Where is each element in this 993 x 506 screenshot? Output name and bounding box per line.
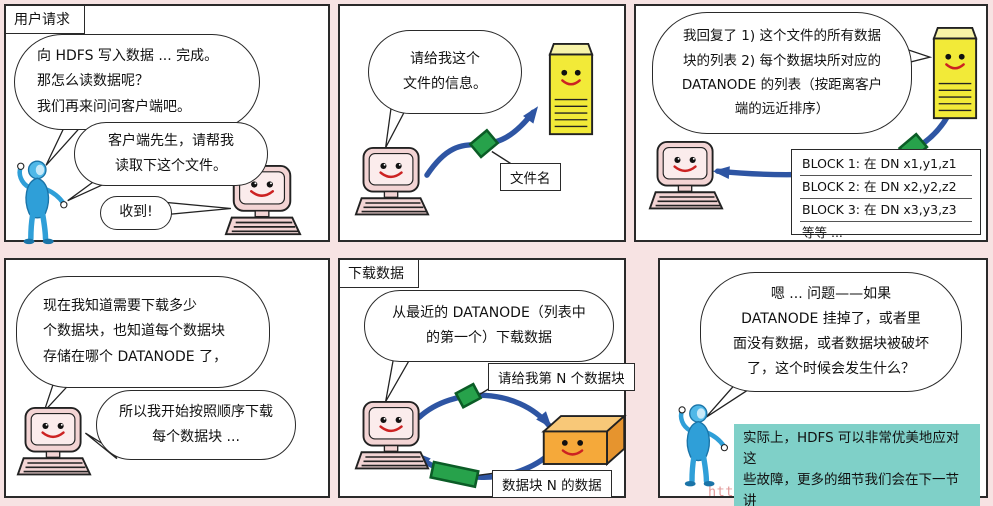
block-request-label: 请给我第 N 个数据块 [488, 363, 635, 391]
speech-bubble-client: 从最近的 DATANODE（列表中 的第一个）下载数据 [364, 290, 614, 362]
arrowhead-icon [536, 411, 552, 429]
user-figure-icon [674, 400, 728, 490]
answer-note: 实际上，HDFS 可以非常优美地应对这 些故障，更多的细节我们会在下一节讲 到。 [734, 424, 980, 506]
speech-bubble-client: 所以我开始按照顺序下载 每个数据块 ... [96, 390, 296, 460]
panel-client-plan: 现在我知道需要下载多少 个数据块，也知道每个数据块 存储在哪个 DATANODE… [4, 258, 330, 498]
client-computer-icon [354, 400, 430, 470]
client-computer-icon [16, 406, 92, 476]
namenode-server-icon [932, 26, 978, 120]
label-connector [491, 150, 514, 166]
client-computer-icon [354, 146, 430, 216]
speech-bubble-namenode: 我回复了 1) 这个文件的所有数据 块的列表 2) 每个数据块所对应的 DATA… [652, 12, 912, 134]
block-list-box: BLOCK 1: 在 DN x1,y1,z1 BLOCK 2: 在 DN x2,… [791, 149, 981, 240]
data-packet-icon [468, 128, 500, 159]
speech-bubble-user: 嗯 ... 问题——如果 DATANODE 挂掉了，或者里 面没有数据，或者数据… [700, 272, 962, 392]
block-list-row: 等等 ... [802, 225, 843, 240]
data-block-packet-icon [429, 460, 480, 489]
speech-bubble-user: 客户端先生，请帮我 读取下这个文件。 [74, 122, 268, 186]
download-data-arrow [414, 450, 554, 480]
namenode-server-icon [548, 42, 594, 136]
panel-namenode-reply: 我回复了 1) 这个文件的所有数据 块的列表 2) 每个数据块所对应的 DATA… [634, 4, 988, 242]
speech-bubble-user: 向 HDFS 写入数据 ... 完成。 那怎么读数据呢？ 我们再来问问客户端吧。 [14, 34, 260, 130]
panel-download-data: 下载数据 从最近的 DATANODE（列表中 的第一个）下载数据 请给我第 N … [338, 258, 635, 498]
filename-label: 文件名 [500, 163, 561, 191]
block-list-row: BLOCK 1: 在 DN x1,y1,z1 [800, 153, 972, 176]
arrowhead-icon [712, 166, 730, 179]
speech-bubble-client: 收到! [100, 196, 172, 230]
bubble-tail [385, 357, 411, 402]
datanode-box-icon [542, 414, 626, 466]
panel-title: 用户请求 [5, 5, 85, 34]
speech-bubble-client: 请给我这个 文件的信息。 [368, 30, 522, 114]
user-figure-icon [12, 158, 68, 246]
panel-failure-question: 嗯 ... 问题——如果 DATANODE 挂掉了，或者里 面没有数据，或者数据… [658, 258, 988, 506]
block-list-row: BLOCK 3: 在 DN x3,y3,z3 [800, 199, 972, 222]
arrowhead-icon [523, 106, 539, 124]
panel2-flow-layer [385, 103, 539, 178]
download-request-arrow [416, 392, 552, 428]
client-computer-icon [648, 140, 724, 210]
panel-title: 下载数据 [339, 259, 419, 288]
block-list-row: BLOCK 2: 在 DN x2,y2,z2 [800, 176, 972, 199]
panel5-flow-layer [385, 357, 554, 489]
data-packet-icon [454, 382, 483, 409]
speech-bubble-client: 现在我知道需要下载多少 个数据块，也知道每个数据块 存储在哪个 DATANODE… [16, 276, 270, 388]
panel-user-request: 用户请求 向 HDFS 写入数据 ... 完成。 那怎么读数据呢？ 我们再来问问… [4, 4, 330, 242]
block-data-label: 数据块 N 的数据 [492, 470, 612, 498]
panel-request-metadata: 请给我这个 文件的信息。 文件名 [338, 4, 626, 242]
